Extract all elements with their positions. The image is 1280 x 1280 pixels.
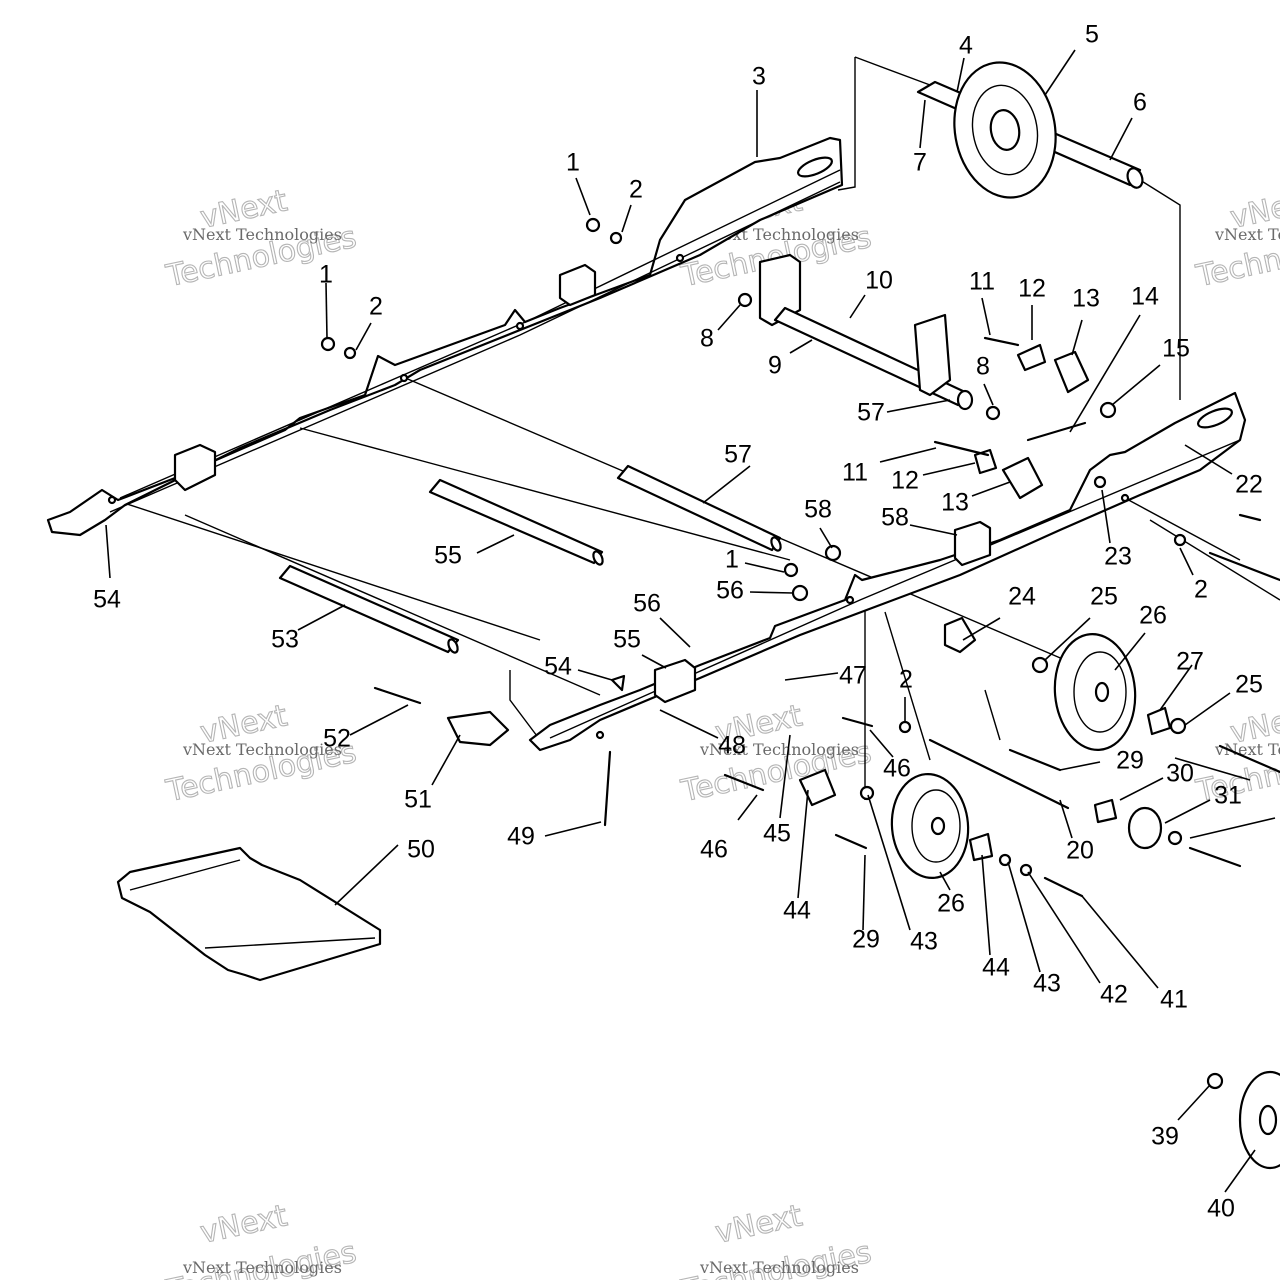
- callout-46: 49: [507, 823, 535, 851]
- callout-7: 7: [913, 149, 927, 177]
- callout-1: 1: [319, 261, 333, 289]
- watermark-text-vnext: vNext: [197, 1198, 290, 1251]
- callout-43: 46: [883, 755, 911, 783]
- callout-39: 43: [910, 928, 938, 956]
- callout-37: 41: [1160, 986, 1188, 1014]
- watermark-text-small: vNext Technologies: [1214, 225, 1280, 244]
- callout-55: 56: [633, 590, 661, 618]
- right-rail: [528, 391, 1247, 752]
- callout-55: 56: [716, 577, 744, 605]
- callout-49: 52: [323, 725, 351, 753]
- front-torque-arm: [758, 253, 974, 411]
- callout-27: 27: [1176, 648, 1204, 676]
- callout-36: 40: [1207, 1195, 1235, 1223]
- callout-38: 42: [1100, 981, 1128, 1009]
- callout-25: 25: [1235, 671, 1263, 699]
- callout-26: 26: [1139, 602, 1167, 630]
- callout-25: 25: [1090, 583, 1118, 611]
- leader-lines: [105, 49, 1276, 1193]
- callout-13: 13: [1072, 285, 1100, 313]
- callout-56: 57: [857, 399, 885, 427]
- callout-15: 15: [1162, 335, 1190, 363]
- callout-10: 10: [865, 267, 893, 295]
- callout-2: 2: [369, 293, 383, 321]
- callout-labels: 3 4 5 6 7 1 2 1 2 8 9 10 11 12 13 14 15 …: [93, 21, 1263, 1223]
- callout-56: 57: [724, 441, 752, 469]
- callout-45: 48: [718, 732, 746, 760]
- callout-23: 23: [1104, 543, 1132, 571]
- rear-axle-wheel: [916, 61, 1144, 199]
- callout-1: 1: [566, 149, 580, 177]
- callout-22: 22: [1235, 471, 1263, 499]
- callout-3: 3: [752, 63, 766, 91]
- watermark-text-small: vNext Technologies: [182, 740, 342, 759]
- callout-31: 31: [1214, 782, 1242, 810]
- callout-2: 2: [899, 666, 913, 694]
- callout-11: 11: [842, 459, 868, 487]
- rail-blocks: [173, 263, 992, 704]
- callout-50: 53: [271, 626, 299, 654]
- watermark-text-small: vNext Technologies: [182, 225, 342, 244]
- callout-11: 11: [969, 268, 995, 296]
- callout-8: 8: [976, 353, 990, 381]
- callout-2: 2: [1194, 576, 1208, 604]
- idler-wheels: [890, 633, 1280, 1170]
- callout-43: 46: [700, 836, 728, 864]
- callout-34: 39: [1151, 1123, 1179, 1151]
- callout-4: 4: [959, 32, 973, 60]
- callout-40: 44: [982, 954, 1010, 982]
- callout-20: 20: [1066, 837, 1094, 865]
- callout-8: 8: [700, 325, 714, 353]
- watermark-text-small: vNext Technologies: [182, 1258, 342, 1277]
- watermark-text-small: vNext Technologies: [699, 1258, 859, 1277]
- callout-29: 29: [1116, 747, 1144, 775]
- hardware: [320, 217, 1280, 1090]
- callout-48: 51: [404, 786, 432, 814]
- callout-58: 58: [881, 504, 909, 532]
- callout-5: 5: [1085, 21, 1099, 49]
- callout-52: 55: [434, 542, 462, 570]
- callout-29: 29: [852, 926, 880, 954]
- left-rail: [46, 136, 844, 537]
- callout-12: 12: [891, 467, 919, 495]
- callout-14: 14: [1131, 283, 1159, 311]
- callout-1: 1: [725, 546, 739, 574]
- callout-24: 24: [1008, 583, 1036, 611]
- watermark-text-vnext: vNext: [712, 1198, 805, 1251]
- track-clip-panel: [116, 846, 382, 982]
- callout-44: 47: [839, 662, 867, 690]
- callout-2: 2: [629, 176, 643, 204]
- callout-54: 55: [613, 626, 641, 654]
- callout-47: 50: [407, 836, 435, 864]
- callout-51: 54: [93, 586, 121, 614]
- callout-39: 43: [1033, 970, 1061, 998]
- callout-30: 30: [1166, 760, 1194, 788]
- callout-53: 54: [544, 653, 572, 681]
- callout-57: 58: [804, 496, 832, 524]
- cross-shafts: [278, 464, 782, 654]
- callout-13: 13: [941, 489, 969, 517]
- callout-9: 9: [768, 352, 782, 380]
- callout-6: 6: [1133, 89, 1147, 117]
- callout-12: 12: [1018, 275, 1046, 303]
- callout-26: 26: [937, 890, 965, 918]
- callout-42: 45: [763, 820, 791, 848]
- callout-41: 44: [783, 897, 811, 925]
- watermark-text-small: vNext Technologies: [1214, 740, 1280, 759]
- watermark-text-small: vNext Technologies: [699, 740, 859, 759]
